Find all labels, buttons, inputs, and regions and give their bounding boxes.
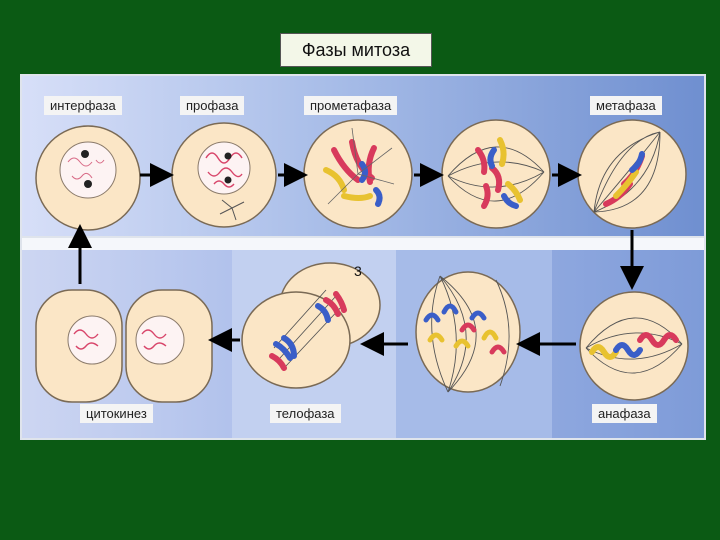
marker-label: 3 <box>354 263 362 279</box>
telophase-cell <box>241 262 381 389</box>
label-prophase: профаза <box>180 96 245 115</box>
label-anaphase: анафаза <box>592 404 657 423</box>
label-metaphase: метафаза <box>590 96 662 115</box>
anaphase-transition-cell <box>415 271 521 393</box>
label-interphase: интерфаза <box>44 96 122 115</box>
prometaphase-cell <box>303 119 413 229</box>
cytokinesis-cell-left <box>35 289 123 403</box>
label-prometaphase: прометафаза <box>304 96 398 115</box>
row-separator <box>22 238 704 250</box>
metaphase-cell <box>577 119 687 229</box>
diagram-title: Фазы митоза <box>280 33 432 67</box>
cytokinesis-cell-right <box>125 289 213 403</box>
anaphase-cell <box>579 291 689 401</box>
label-cytokinesis: цитокинез <box>80 404 153 423</box>
prophase-cell <box>171 122 277 228</box>
label-telophase: телофаза <box>270 404 341 423</box>
interphase-cell <box>35 125 141 231</box>
metaphase-early-cell <box>441 119 551 229</box>
